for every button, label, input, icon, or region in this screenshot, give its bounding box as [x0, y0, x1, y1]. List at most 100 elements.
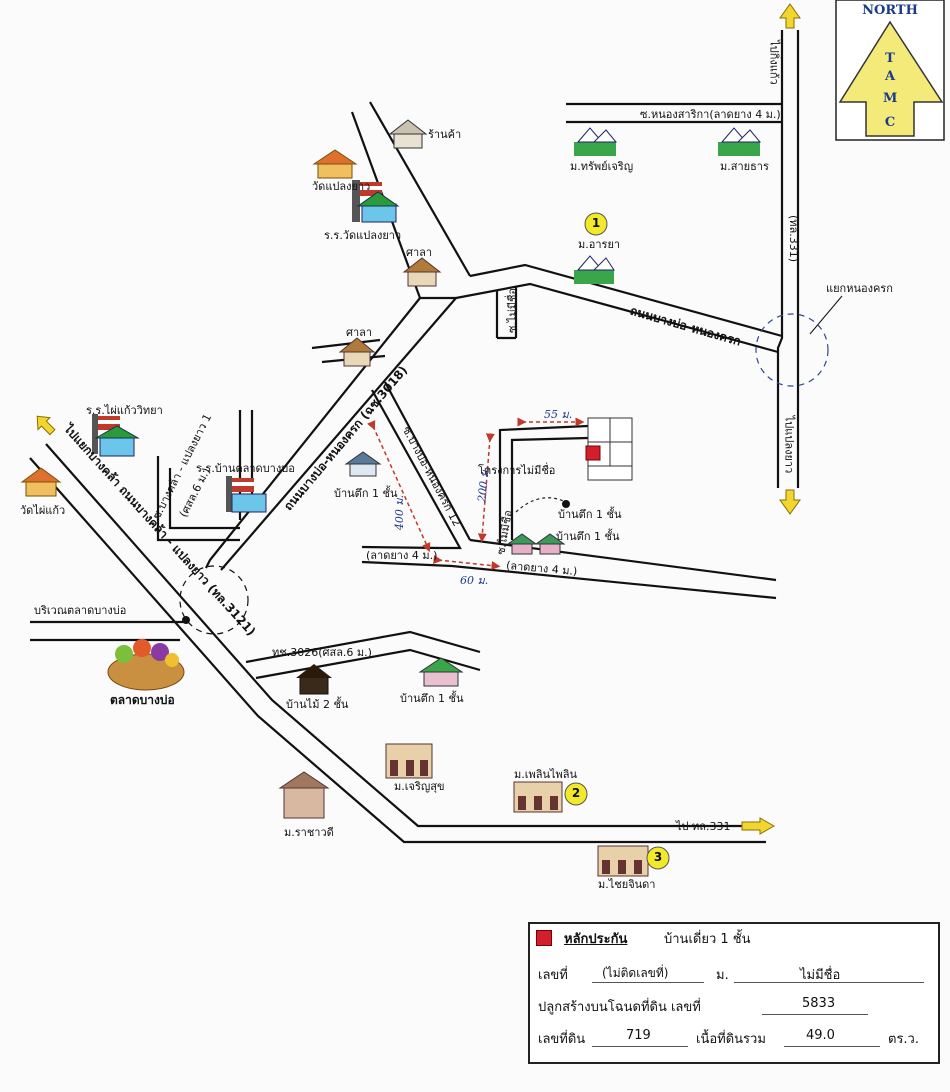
townhouse-chaichinda-icon — [597, 845, 649, 877]
road-label-to-hl331: ไป ทล.331 — [676, 820, 731, 833]
village-araya-icon — [574, 255, 615, 284]
road-market-area — [30, 620, 185, 642]
legend-underline-deed — [762, 1014, 868, 1015]
wood-house-icon — [296, 664, 332, 695]
marker-1 — [584, 212, 608, 236]
legend-deed-label: ปลูกสร้างบนโฉนดที่ดิน เลขที่ — [538, 1000, 701, 1015]
project-dot — [562, 500, 570, 508]
place-house-1floor-b: บ้านตึก 1 ชั้น — [558, 508, 622, 521]
road-tch3026 — [245, 630, 481, 680]
road-label-to-plaengyao: ไปแปลงยาว — [782, 415, 796, 474]
temple-icon — [312, 149, 358, 179]
distance-400m: 400 ม. — [393, 494, 407, 531]
road-ch3018-left-edge — [205, 297, 421, 569]
junction-market-circle — [179, 565, 249, 635]
village-sapcharoen-icon — [574, 127, 618, 156]
distance-200m: 200 ม. — [475, 466, 492, 503]
north-letter-t: T — [885, 51, 895, 66]
marker-3-label: 3 — [653, 850, 663, 864]
junction-pointer-line — [809, 295, 843, 335]
arrow-up-kingkaew — [779, 3, 801, 29]
icons — [20, 119, 762, 877]
place-sala-2: ศาลา — [346, 326, 373, 339]
place-sala-1: ศาลา — [406, 246, 433, 259]
collateral-legend: หลักประกัน บ้านเดี่ยว 1 ชั้น เลขที่ (ไม่… — [528, 922, 940, 1064]
road-network — [29, 30, 800, 844]
marker-1-label: 1 — [591, 216, 601, 230]
school-plaengyao-icon — [352, 180, 400, 223]
legend-no-value: (ไม่ติดเลขที่) — [602, 966, 669, 980]
numbered-markers — [564, 212, 670, 870]
market-pointer-dot — [182, 616, 190, 624]
road-nongkrok-bottom-edge — [455, 282, 779, 354]
road-label-paved-4m-b: (ลาดยาง 4 ม.) — [505, 558, 578, 579]
legend-subject-swatch — [536, 930, 552, 946]
place-moo-sapcharoen: ม.ทรัพย์เจริญ — [570, 160, 634, 173]
legend-no-label: เลขที่ — [538, 968, 568, 983]
place-moo-chaichinda: ม.ไชยจินดา — [598, 878, 656, 891]
legend-moo-value: ไม่มีชื่อ — [800, 968, 841, 983]
place-moo-phloenphailin: ม.เพลินไพลิน — [514, 768, 578, 781]
place-house-1floor-c: บ้านตึก 1 ชั้น — [556, 530, 620, 543]
sala-2-icon — [338, 337, 376, 367]
road-hl3121-top-edge — [45, 443, 766, 828]
north-letter-a: A — [884, 69, 896, 84]
marker-2-label: 2 — [571, 786, 581, 800]
road-ch3018-right-edge — [220, 297, 457, 571]
legend-deed-value: 5833 — [802, 996, 836, 1011]
road-label-soi-noname-1: ซ.ไม่มีชื่อ — [506, 287, 520, 334]
sala-1-icon — [402, 257, 442, 287]
north-word: NORTH — [862, 3, 918, 18]
place-wood-house: บ้านไม้ 2 ชั้น — [286, 698, 349, 711]
road-hl331-west-edge — [776, 30, 784, 488]
village-saithan-icon — [718, 127, 762, 156]
legend-area-label: เนื้อที่ดินรวม — [696, 1032, 766, 1047]
road-nongkrok-top-edge — [469, 263, 783, 338]
soi-noname-1 — [495, 286, 518, 340]
arrow-right-hl331 — [741, 817, 776, 835]
market-basket-icon — [107, 639, 185, 691]
place-shop: ร้านค้า — [428, 128, 462, 141]
townhouse-charoensuk-icon — [385, 743, 433, 779]
direction-arrows — [36, 3, 801, 835]
legend-moo-label: ม. — [716, 968, 729, 983]
road-label-soi-nongsarika: ซ.หนองสาริกา(ลาดยาง 4 ม.) — [640, 108, 781, 121]
arrow-down-plaengyao — [779, 489, 801, 515]
townhouse-phloen-icon — [513, 781, 563, 813]
place-school-talad-bangbo: ร.ร.บ้านตลาดบางบ่อ — [196, 462, 295, 475]
north-letter-m: M — [883, 91, 898, 106]
road-label-soi-noname-2: ซ.ไม่มีชื่อ — [494, 509, 515, 556]
legend-title: หลักประกัน — [564, 932, 628, 947]
place-market-area: บริเวณตลาดบางบ่อ — [34, 604, 127, 617]
marker-2 — [564, 782, 588, 806]
wat-phaikaew-icon — [20, 467, 62, 497]
distance-55m: 55 ม. — [544, 408, 573, 421]
place-wat-plaengyao: วัดแปลงยาว — [312, 180, 371, 193]
place-school-phaikaew: ร.ร.ไผ่แก้ววิทยา — [86, 404, 163, 417]
shop-icon — [388, 119, 428, 149]
legend-area-unit: ตร.ว. — [888, 1032, 919, 1047]
north-arrow-shape — [838, 20, 944, 137]
legend-area-value: 49.0 — [806, 1028, 835, 1043]
distance-60m: 60 ม. — [460, 574, 489, 587]
road-label-junction: แยกหนองครก — [826, 282, 893, 295]
road-label-bangbo-nongkrok: ถนนบางบ่อ-หนองครก — [628, 303, 743, 349]
road-label-to-kingkaew: ไปกิ่งแก้ว — [767, 40, 781, 85]
legend-type: บ้านเดี่ยว 1 ชั้น — [664, 932, 751, 947]
subject-property-marker — [585, 445, 601, 461]
north-indicator — [835, 0, 945, 141]
place-wat-phaikaew: วัดไผ่แก้ว — [20, 504, 66, 517]
place-house-1floor-d: บ้านตึก 1 ชั้น — [400, 692, 464, 705]
place-moo-rachavadee: ม.ราชาวดี — [284, 826, 334, 839]
legend-underline-area — [784, 1046, 880, 1047]
place-market: ตลาดบางบ่อ — [110, 693, 175, 707]
legend-underline-moo — [734, 982, 924, 983]
legend-land-no-value: 719 — [626, 1028, 651, 1043]
place-house-1floor-a: บ้านตึก 1 ชั้น — [334, 487, 398, 500]
distance-markers — [367, 417, 585, 571]
house-rachavadee-icon — [278, 771, 330, 819]
marker-3 — [646, 846, 670, 870]
school-talad-icon — [226, 476, 267, 513]
soi-noname-2 — [498, 424, 589, 545]
place-moo-charoensuk: ม.เจริญสุข — [394, 780, 445, 793]
